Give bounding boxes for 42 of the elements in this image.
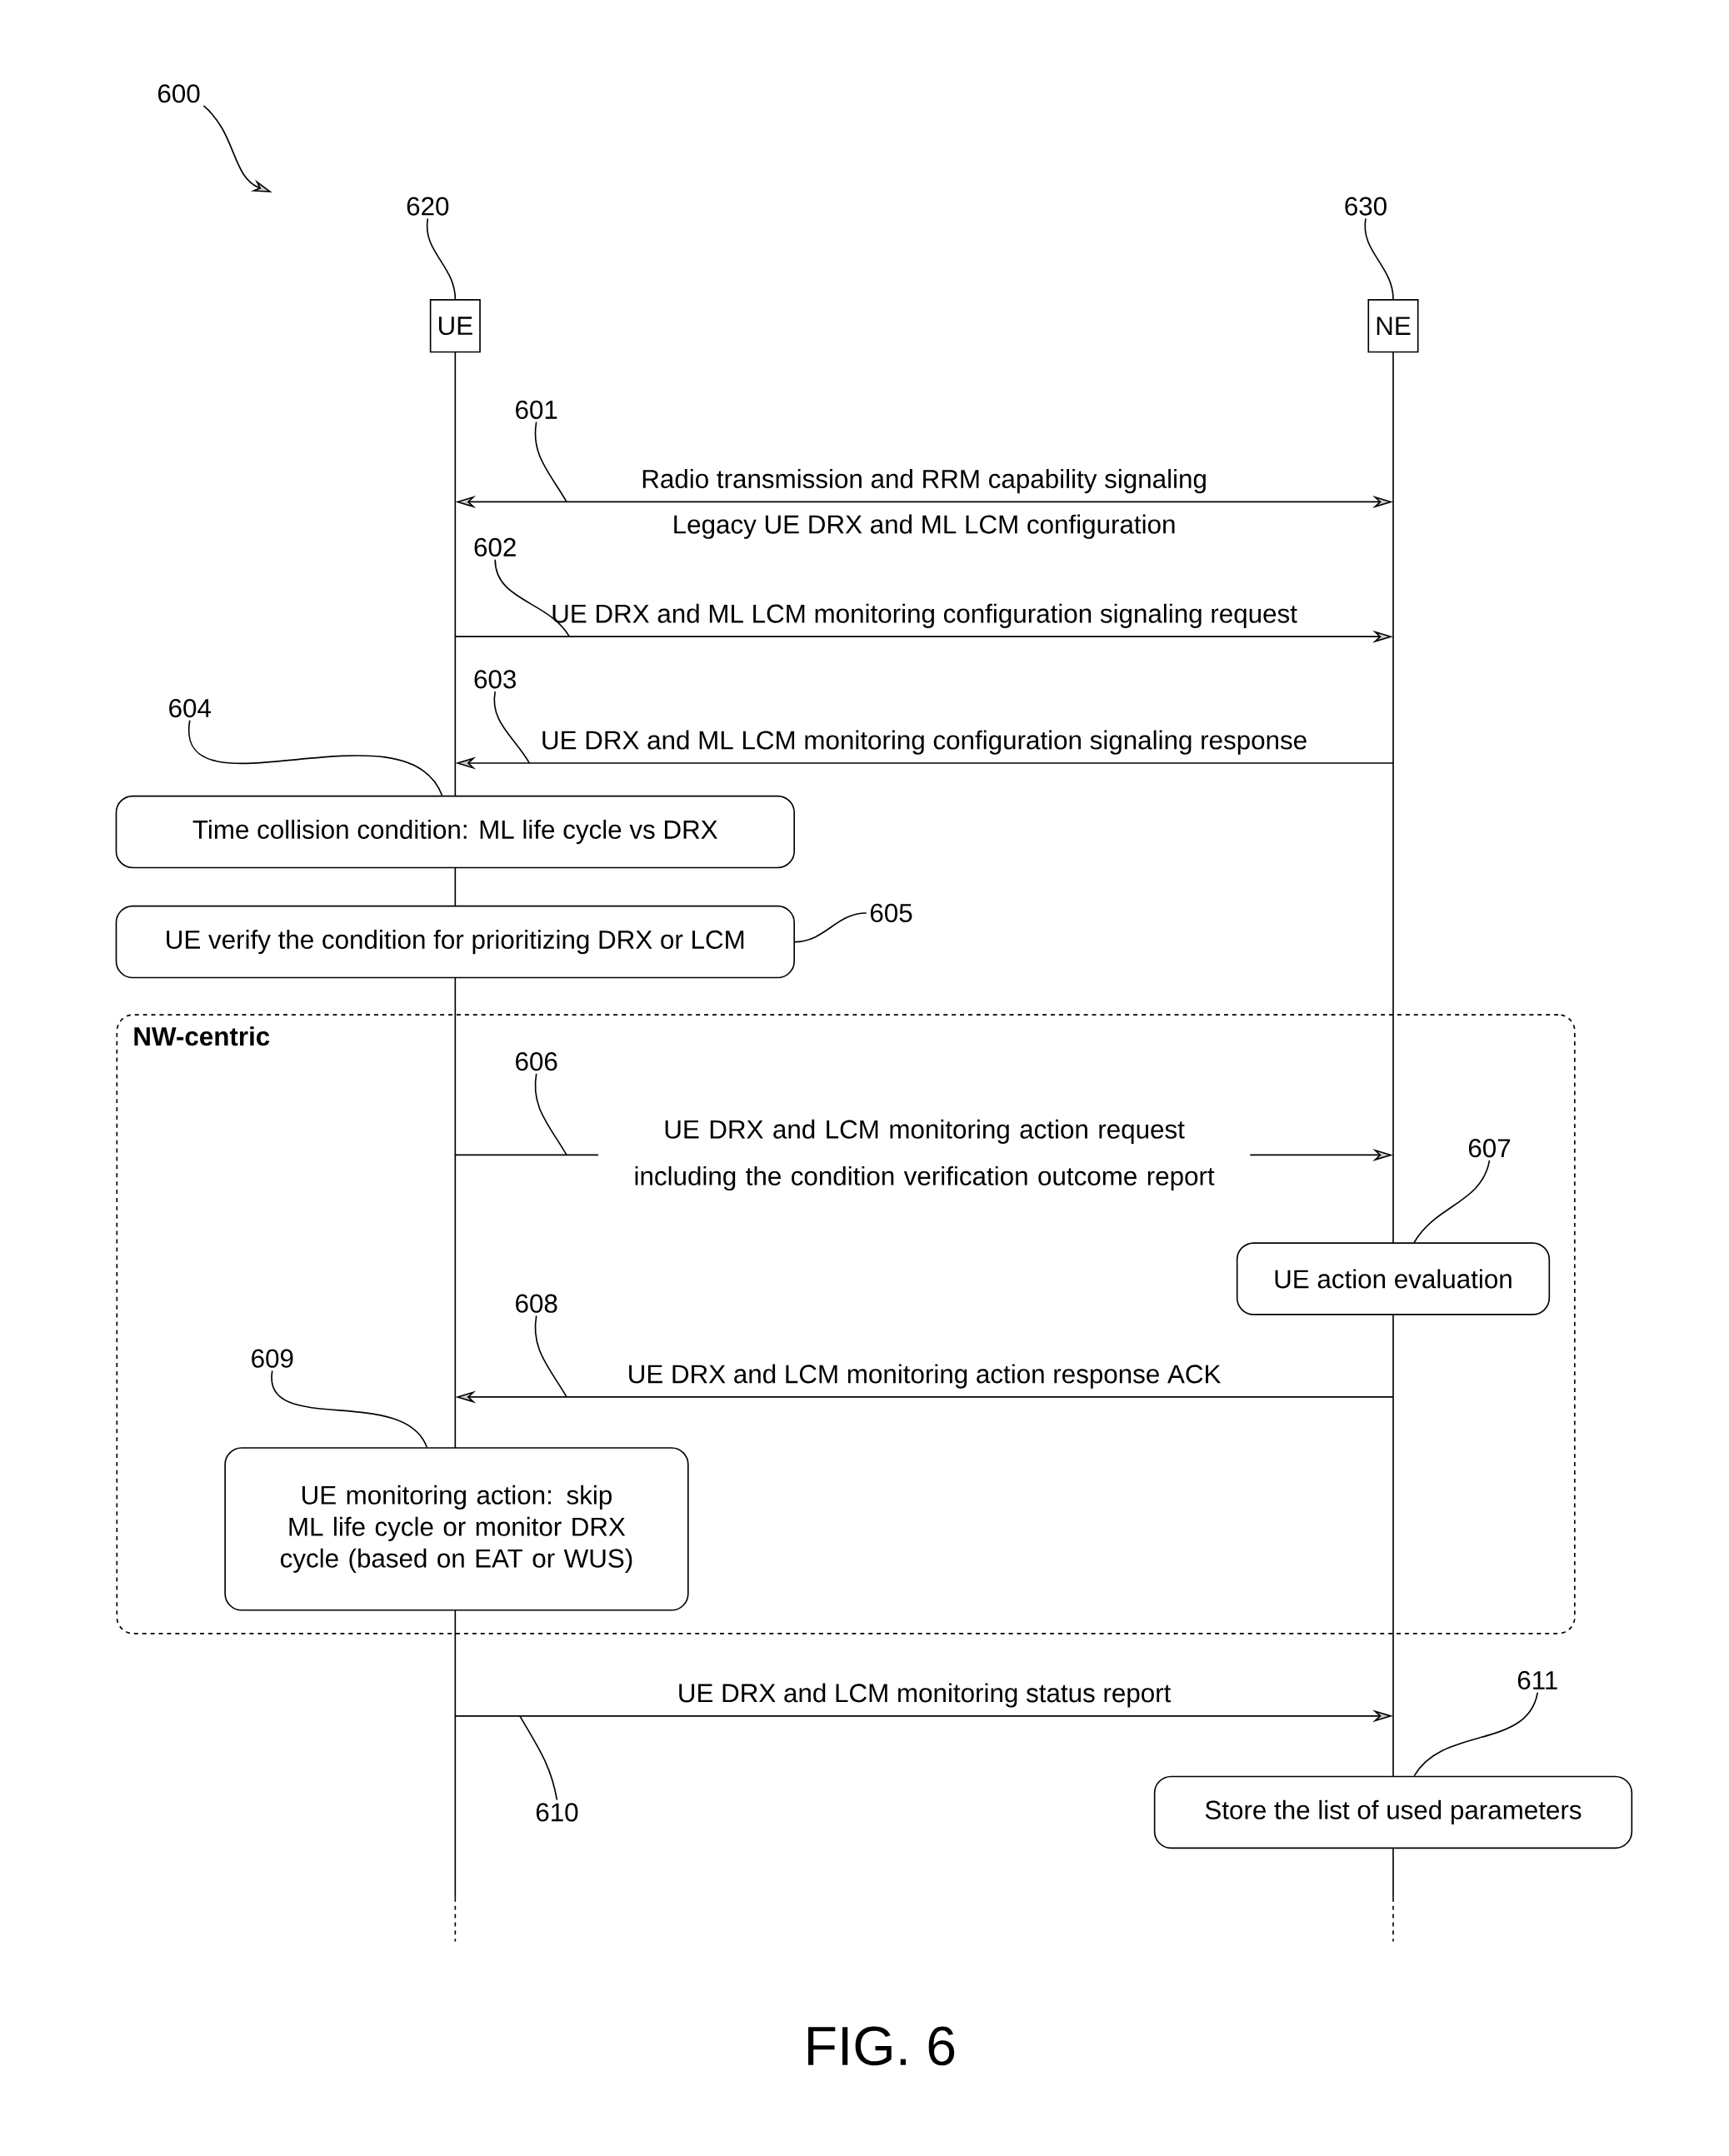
leader-line [534, 1315, 567, 1398]
message-text: Legacy UE DRX and ML LCM configuration [674, 514, 1175, 539]
entity-box: NE [1367, 299, 1419, 353]
entity-box: UE [429, 299, 481, 353]
process-box: UE action evaluation [1237, 1242, 1551, 1315]
edge-label: Radio transmission and RRM capability signaling [643, 468, 1206, 494]
callout-number: 620 [407, 197, 449, 216]
leader-line [494, 558, 571, 637]
leader-line [1364, 217, 1394, 300]
callout-number: 607 [1469, 1139, 1511, 1158]
callout-number: 604 [169, 698, 212, 718]
callout-number: 605 [871, 903, 912, 923]
callout-number: 600 [158, 84, 200, 103]
callout-number: 603 [474, 670, 517, 689]
edge-label: UE DRX and LCM monitoring action response ACK [629, 1364, 1222, 1389]
edge-label: UE DRX and LCM monitoring status report [679, 1683, 1172, 1708]
process-box: UE verify the condition for prioritizing DRX or LCM [115, 905, 796, 979]
process-box: Time collision condition: ML life cycle vs DRX [115, 795, 796, 869]
callout-number: 609 [252, 1349, 293, 1368]
figure-caption: FIG. 6 [808, 2026, 955, 2066]
leader-line [1413, 1691, 1539, 1777]
leader-line [534, 1073, 567, 1156]
leader-line [794, 912, 867, 943]
leader-line [272, 1370, 428, 1448]
callout-number: 606 [516, 1052, 557, 1071]
leader-line [1413, 1160, 1491, 1244]
callout-number: 608 [516, 1294, 557, 1313]
process-box: Store the list of used parameters [1153, 1775, 1633, 1849]
leader-line [534, 421, 567, 503]
leader-line [189, 719, 443, 796]
callout-number: 611 [1518, 1670, 1557, 1690]
process-box: UE monitoring action: skip ML life cycle or monitor DRX cycle (based on EAT or WUS) [224, 1447, 689, 1611]
edge-label: UE DRX and ML LCM monitoring configuration signaling request [552, 603, 1297, 628]
edge-label: UE DRX and ML LCM monitoring configuration signaling response [542, 730, 1307, 755]
callout-number: 602 [474, 537, 516, 556]
leader-line [493, 691, 531, 764]
leader-line [426, 217, 457, 300]
callout-number: 630 [1345, 197, 1387, 216]
callout-number: 610 [537, 1803, 578, 1822]
leader-line [519, 1715, 558, 1801]
callout-number: 601 [516, 400, 557, 419]
edge-label: UE DRX and LCM monitoring action request including the condition verification outcome report [598, 1116, 1251, 1194]
